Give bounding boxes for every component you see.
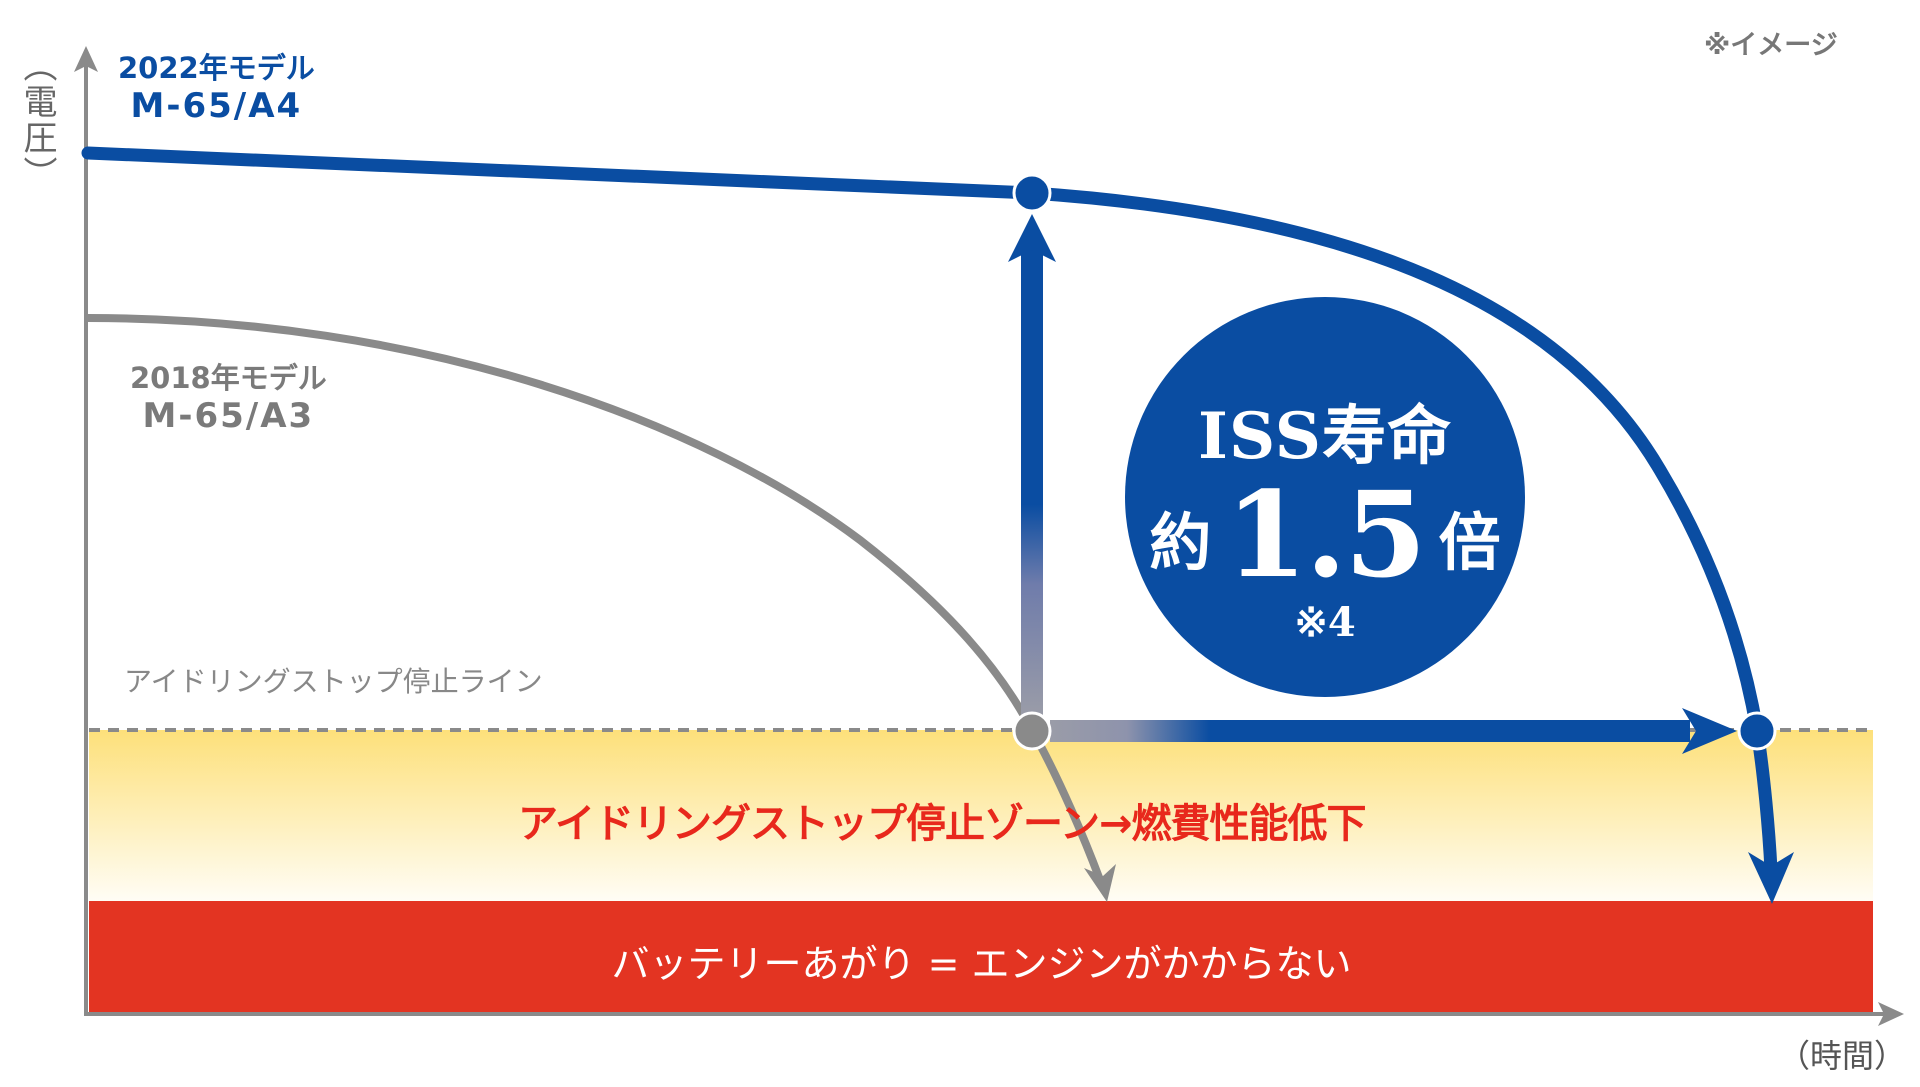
series-2018-curve [84,314,1104,884]
x-axis-arrow-icon [1878,1002,1904,1026]
badge-prefix: 約 [1149,506,1212,579]
x-axis-label: （時間） [1778,1037,1907,1075]
badge-suffix: 倍 [1438,506,1501,579]
idling-stop-line-label: アイドリングストップ停止ライン [124,665,543,698]
series-2018-model: M-65/A3 [142,396,315,436]
dead-battery-zone-label: バッテリーあがり = エンジンがかからない [611,942,1352,986]
lifetime-right-arrow-icon [1682,708,1737,754]
image-note: ※イメージ [1704,30,1838,61]
improvement-vertical-shaft [1021,246,1043,716]
series-2022-arrow-icon [1748,852,1794,904]
series-2022-label: 2022年モデル M-65/A4 [118,51,315,126]
y-axis-arrow-icon [74,46,98,72]
series-2022-model: M-65/A4 [130,86,303,126]
improvement-up-arrow-icon [1008,214,1056,262]
badge-value: 1.5 [1225,465,1426,604]
point-2022-at-2018-end [1012,173,1052,213]
y-axis-label: （電圧） [17,48,57,192]
stop-zone [89,730,1873,902]
series-2018-year: 2018年モデル [130,361,327,395]
stop-zone-label: アイドリングストップ停止ゾーン→燃費性能低下 [518,801,1367,847]
lifetime-horizontal-shaft [1050,720,1690,742]
point-2022-crossing [1737,711,1777,751]
dead-battery-zone [89,901,1873,1012]
badge-title: ISS寿命 [1198,399,1452,474]
point-2018-crossing [1012,711,1052,751]
series-2022-curve [81,146,1778,877]
series-2022-year: 2022年モデル [118,51,315,85]
series-2018-arrow-icon [1084,864,1116,902]
badge-footnote: ※4 [1294,599,1356,646]
series-2018-label: 2018年モデル M-65/A3 [130,361,327,436]
